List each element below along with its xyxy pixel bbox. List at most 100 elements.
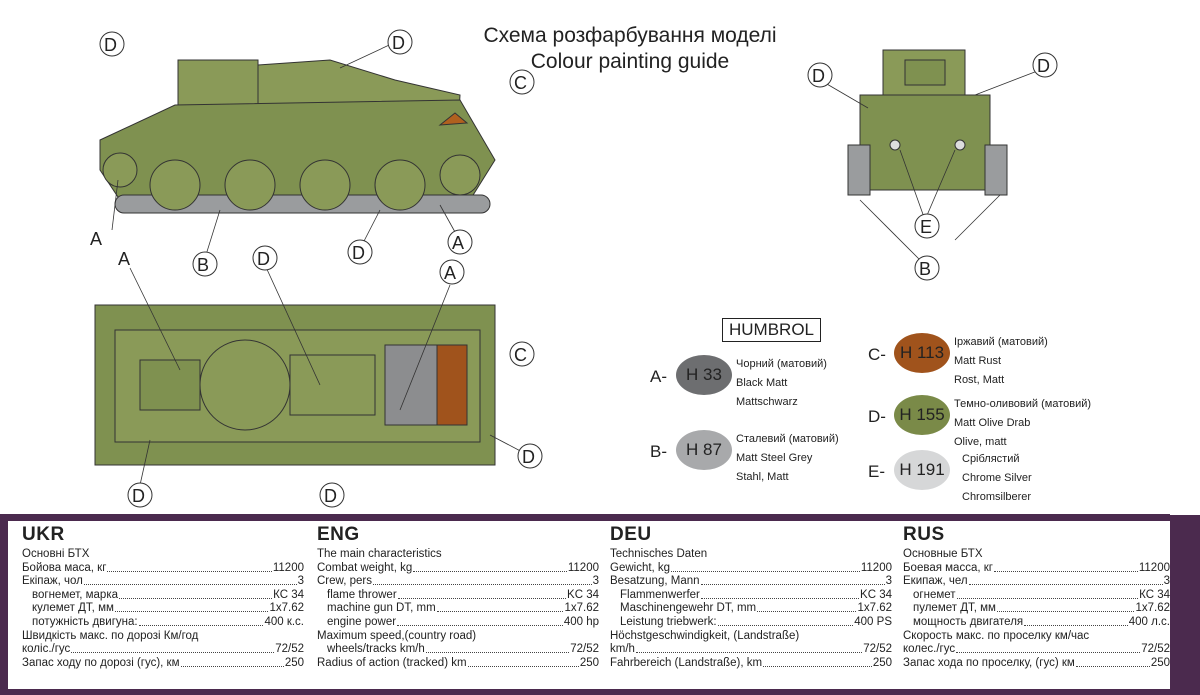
spec-label: кулемет ДТ, мм — [32, 602, 114, 615]
leader-dots — [717, 616, 854, 626]
paint-name-ukr: Сріблястий — [962, 453, 1020, 465]
spec-label: Radius of action (tracked) km — [317, 656, 467, 669]
leader-dots — [757, 602, 857, 613]
spec-label: wheels/tracks km/h — [327, 643, 425, 656]
paint-name-eng: Matt Rust — [954, 355, 1002, 367]
spec-value: 250 — [284, 656, 304, 669]
paint-name-eng: Matt Steel Grey — [736, 452, 813, 464]
paint-swatch: H 33 — [676, 355, 732, 395]
spec-row: Бойова маса, кг 11200 — [22, 562, 304, 576]
spec-heading: Technisches Daten — [610, 548, 708, 560]
leader-dots — [372, 575, 592, 586]
spec-value: 11200 — [860, 561, 892, 574]
paint-swatch: H 191 — [894, 450, 950, 490]
leader-dots — [671, 562, 860, 572]
leader-dots — [700, 589, 860, 599]
spec-value: 11200 — [272, 561, 304, 574]
spec-label: Maschinengewehr DT, mm — [620, 602, 757, 615]
spec-row: Швидкість макс. по дорозі Км/год — [22, 630, 304, 644]
spec-row: Maximum speed,(country road) — [317, 630, 599, 644]
spec-label: потужність двигуна: — [32, 615, 138, 628]
spec-label: Fahrbereich (Landstraße), km — [610, 656, 763, 669]
spec-heading: The main characteristics — [317, 548, 442, 560]
spec-label: Höchstgeschwindigkeit, (Landstraße) — [610, 629, 800, 642]
paint-name-ukr: Іржавий (матовий) — [954, 336, 1048, 348]
top-view — [94, 304, 496, 466]
leader-dots — [397, 589, 567, 599]
spec-value: 400 PS — [854, 615, 892, 628]
callout-d: D — [257, 249, 270, 269]
frame-right — [1170, 515, 1200, 695]
spec-label: Запас хода по проселку, (гус) км — [903, 656, 1075, 669]
spec-label: Бойова маса, кг — [22, 561, 107, 574]
front-view — [847, 49, 1008, 196]
paint-name-deu: Olive, matt — [954, 436, 1007, 448]
spec-row: Екіпаж, чол 3 — [22, 575, 304, 589]
spec-row: Höchstgeschwindigkeit, (Landstraße) — [610, 630, 892, 644]
spec-label: Екіпаж, чол — [22, 575, 83, 588]
spec-label: Combat weight, kg — [317, 561, 413, 574]
spec-value: 250 — [1150, 656, 1170, 669]
spec-value: 1x7.62 — [1135, 602, 1170, 615]
callout-d: D — [104, 35, 117, 55]
leader-dots — [107, 562, 272, 572]
spec-row: потужність двигуна:400 к.с. — [22, 616, 304, 630]
spec-value: 400 hp — [563, 615, 599, 628]
callout-d: D — [352, 243, 365, 263]
spec-value: 72/52 — [863, 643, 892, 656]
leader-dots — [763, 657, 872, 667]
paint-name-ukr: Сталевий (матовий) — [736, 433, 839, 445]
spec-value: KC 34 — [860, 588, 892, 601]
callout-d: D — [812, 66, 825, 86]
paint-letter: C- — [868, 345, 886, 364]
spec-value: 1x7.62 — [269, 602, 304, 615]
spec-language: UKR — [22, 524, 65, 545]
side-view — [99, 59, 496, 214]
spec-label: огнемет — [913, 588, 956, 601]
spec-label: пулемет ДТ, мм — [913, 602, 996, 615]
spec-row: Combat weight, kg 11200 — [317, 562, 599, 576]
spec-language: DEU — [610, 524, 652, 545]
spec-label: Скорость макс. по проселку км/час — [903, 629, 1090, 642]
spec-value: 72/52 — [1141, 643, 1170, 656]
spec-value: 250 — [579, 656, 599, 669]
spec-label: Запас ходу по дорозі (гус), км — [22, 656, 180, 669]
spec-label: Flammenwerfer — [620, 588, 700, 601]
spec-value: КС 34 — [273, 588, 304, 601]
paint-swatch: H 155 — [894, 395, 950, 435]
spec-label: flame thrower — [327, 588, 397, 601]
callout-c: C — [514, 73, 527, 93]
spec-value: 3 — [297, 575, 304, 588]
leader-dots — [397, 616, 563, 626]
paint-name-ukr: Чорний (матовий) — [736, 358, 827, 370]
callout-a: A — [452, 233, 464, 253]
tank-drawings: D D C A B D A A D A C D D D D D E B — [90, 29, 1058, 508]
spec-label: machine gun DT, mm — [327, 602, 436, 615]
spec-row: Flammenwerfer KC 34 — [610, 589, 892, 603]
paint-swatch: H 87 — [676, 430, 732, 470]
spec-value: 11200 — [567, 561, 599, 574]
callout-b: B — [919, 259, 931, 279]
spec-row: кулемет ДТ, мм 1x7.62 — [22, 602, 304, 616]
spec-label: Боевая масса, кг — [903, 561, 993, 574]
paint-b: B- H 87 Сталевий (матовий)Matt Steel Gre… — [650, 430, 839, 487]
spec-label: Maximum speed,(country road) — [317, 629, 477, 642]
spec-value: 3 — [592, 575, 599, 588]
leader-dots — [71, 643, 275, 654]
leader-dots — [138, 616, 264, 626]
callout-a: A — [90, 229, 102, 249]
callout-labels: D D C A B D A A D A C D D D D D E B — [90, 29, 1058, 508]
leader-dots — [114, 602, 269, 613]
